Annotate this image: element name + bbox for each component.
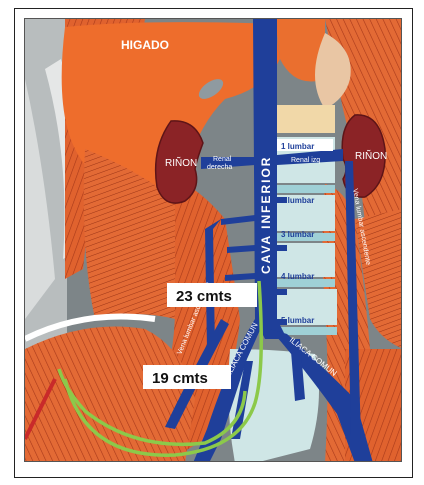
lumbar-4-label: 4 lumbar bbox=[281, 272, 314, 281]
lumbar-labels: 1 lumbar 2 lumbar 3 lumbar 4 lumbar 5 lu… bbox=[277, 139, 333, 325]
lumbar-1-label: 1 lumbar bbox=[281, 142, 314, 151]
renal-vein-right bbox=[201, 157, 255, 169]
lumbar-vein-r2 bbox=[227, 245, 255, 253]
lumbar-vein-r1 bbox=[221, 215, 255, 225]
iliac-crest bbox=[25, 313, 156, 342]
quadratus-left bbox=[83, 149, 175, 319]
lumbar-vein-r3 bbox=[225, 273, 255, 281]
kidney-left-label: RIÑON bbox=[165, 156, 197, 169]
sacral-median bbox=[290, 339, 305, 401]
ivc-trunk bbox=[253, 19, 287, 339]
gallbladder-hint bbox=[198, 79, 224, 99]
measure-lower-label: 19 cmts bbox=[152, 370, 208, 387]
renal-vein-left bbox=[277, 149, 343, 165]
anatomy-illustration: HIGADO RIÑON RIÑON Renal derecha Renal i… bbox=[24, 18, 402, 462]
cava-label: CAVA INFERIOR bbox=[259, 156, 273, 274]
measure-curve-lower bbox=[57, 368, 247, 447]
measure-upper-label: 23 cmts bbox=[176, 288, 232, 305]
artery-fragment bbox=[25, 378, 57, 440]
iliac-common-right-vein bbox=[193, 319, 265, 461]
diaphragm-crus bbox=[315, 33, 351, 109]
iliacus-left bbox=[25, 326, 195, 461]
liver bbox=[61, 22, 281, 196]
liver-label: HIGADO bbox=[121, 38, 169, 52]
kidney-right-label: RIÑON bbox=[355, 149, 387, 162]
ribs-left bbox=[25, 79, 55, 319]
lumbar-3-label: 3 lumbar bbox=[281, 230, 314, 239]
vena-cava-system bbox=[165, 19, 373, 461]
quadratus-right bbox=[355, 209, 401, 349]
measure-lower-box bbox=[143, 365, 231, 389]
anatomy-svg: HIGADO RIÑON RIÑON Renal derecha Renal i… bbox=[25, 19, 401, 461]
renal-right-label: Renal derecha bbox=[207, 156, 233, 171]
kidney-left bbox=[154, 120, 204, 204]
liver-right-lobe bbox=[275, 19, 325, 82]
psoas-left bbox=[135, 179, 240, 461]
iliac-common-left-vein bbox=[270, 329, 373, 461]
measure-curve-upper bbox=[63, 280, 263, 457]
measure-upper-box bbox=[167, 283, 257, 307]
renal-left-label: Renal izq bbox=[291, 157, 320, 164]
lumbar-2-label: 2 lumbar bbox=[281, 196, 314, 205]
lumbar-5-label: 5 lumbar bbox=[281, 316, 314, 325]
ascending-lumbar-left bbox=[345, 161, 361, 439]
